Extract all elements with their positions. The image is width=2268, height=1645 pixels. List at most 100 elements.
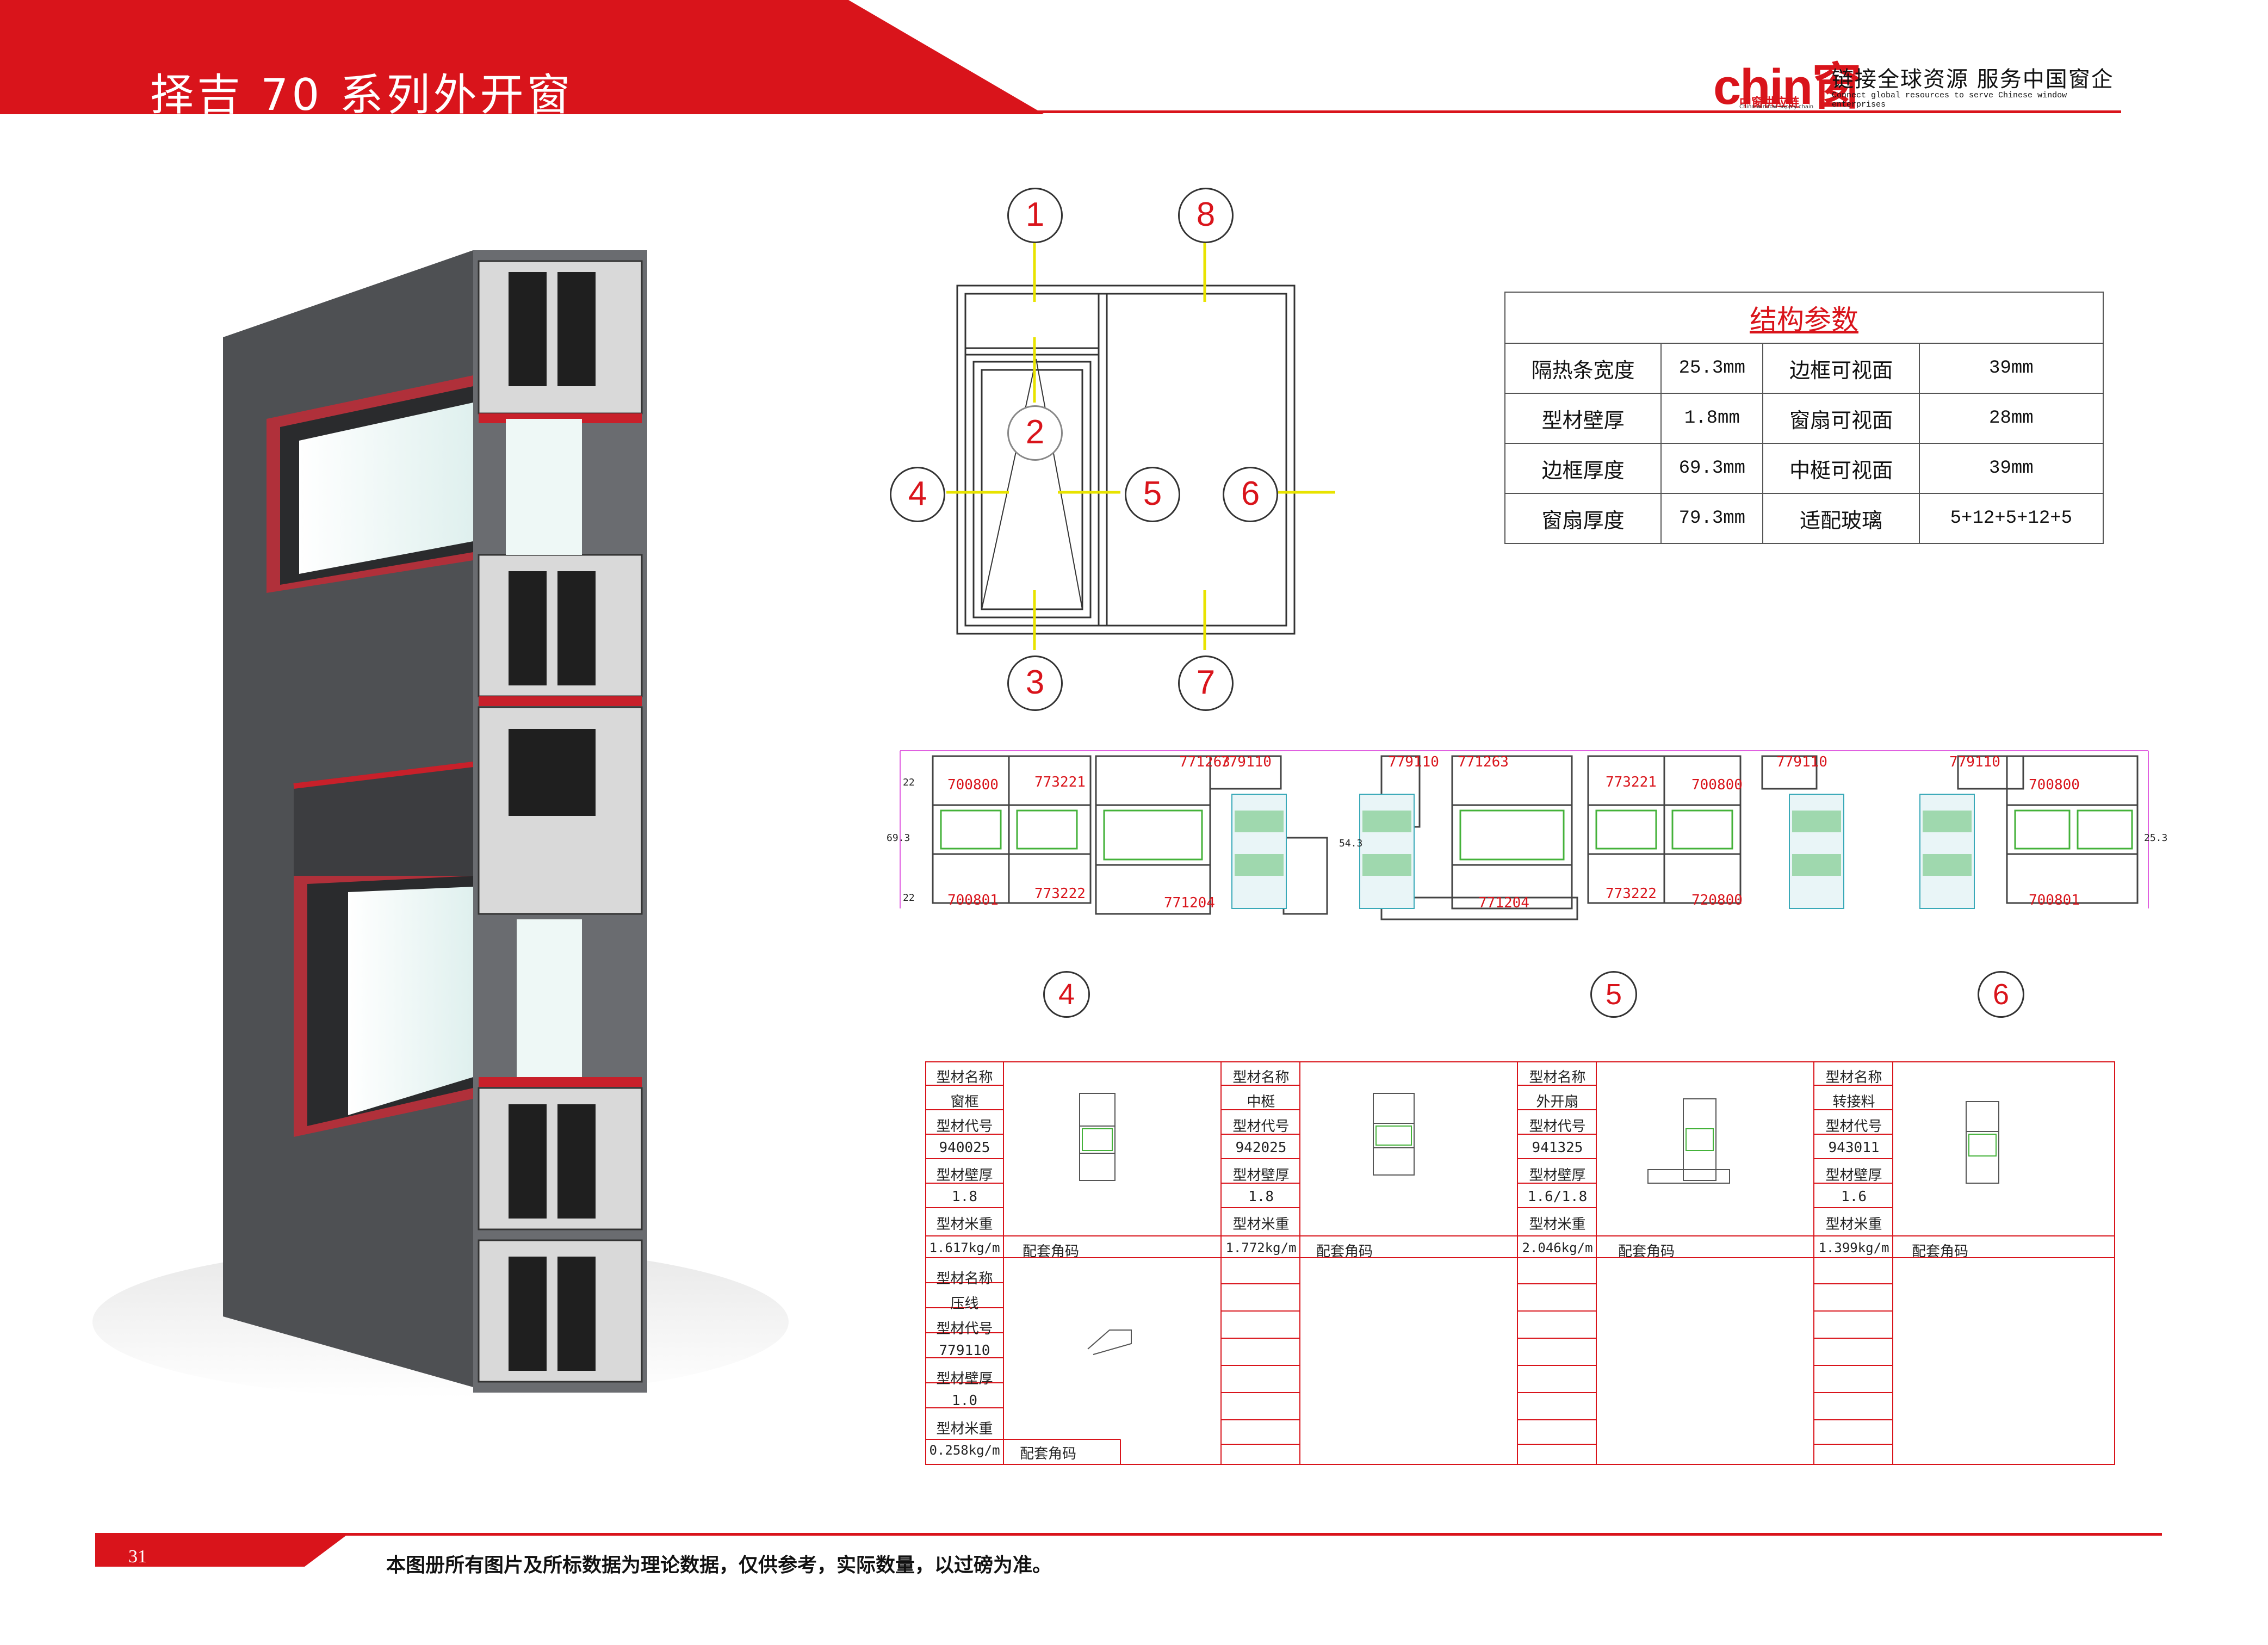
section-code: 771263 [1458, 754, 1509, 770]
cat-label: 型材名称 [1825, 1069, 1882, 1086]
section-label-5: 5 [1590, 971, 1637, 1018]
param-value: 39mm [1918, 343, 2104, 394]
cat-label: 配套角码 [1618, 1244, 1675, 1260]
section-code: 779110 [1388, 754, 1439, 770]
cat-label: 型材名称 [936, 1069, 993, 1086]
slogan-en: Connect global resources to serve Chines… [1832, 91, 2067, 109]
cat-label: 配套角码 [1912, 1244, 1969, 1260]
section-code: 771204 [1478, 895, 1529, 911]
cat-wall: 1.6/1.8 [1527, 1189, 1588, 1205]
cat-code: 942025 [1235, 1140, 1287, 1156]
dim-label: 54.3 [1339, 838, 1363, 849]
cat-label: 型材代号 [1232, 1118, 1290, 1135]
cat-label: 配套角码 [1020, 1446, 1077, 1462]
cat-label: 型材壁厚 [1529, 1167, 1586, 1184]
cat-label: 型材米重 [1825, 1216, 1882, 1233]
logo-brand-text: chin窗 [1713, 59, 1862, 115]
elevation-marker-4: 4 [890, 467, 945, 522]
window-elevation-drawing [946, 239, 1335, 650]
logo-en-name: China window supply chain [1739, 104, 1814, 110]
cat-code: 779110 [939, 1343, 990, 1359]
param-value: 79.3mm [1660, 493, 1764, 544]
param-label: 隔热条宽度 [1504, 343, 1662, 394]
cat-wall: 1.8 [952, 1189, 977, 1205]
param-label: 边框厚度 [1504, 443, 1662, 494]
page-title: 择吉 70 系列外开窗 [150, 70, 574, 120]
cat-wall: 1.0 [952, 1393, 977, 1409]
params-title: 结构参数 [1504, 292, 2104, 344]
cat-label: 型材米重 [1529, 1216, 1586, 1233]
elevation-marker-3: 3 [1007, 655, 1063, 711]
section-code: 771263 [1179, 754, 1230, 770]
section-code: 773222 [1034, 886, 1086, 902]
page-number: 31 [128, 1547, 147, 1567]
section-label-4: 4 [1043, 971, 1090, 1018]
cat-code: 940025 [939, 1140, 990, 1156]
section-code: 700800 [1691, 777, 1743, 793]
cat-label: 型材壁厚 [1232, 1167, 1290, 1184]
structure-params-table: 结构参数 隔热条宽度 25.3mm 边框可视面 39mm 型材壁厚 1.8mm … [1504, 292, 2104, 544]
section-code: 773222 [1606, 886, 1657, 902]
slogan: 链接全球资源 服务中国窗企 [1832, 67, 2114, 92]
dim-label: 25.3 [2144, 832, 2168, 844]
cat-name: 转接料 [1832, 1094, 1875, 1110]
elevation-marker-6: 6 [1223, 467, 1278, 522]
param-label: 中梃可视面 [1762, 443, 1920, 494]
section-code: 773221 [1606, 774, 1657, 790]
dim-label: 69.3 [887, 832, 910, 844]
cat-name: 中梃 [1247, 1094, 1275, 1110]
cat-code: 943011 [1828, 1140, 1880, 1156]
cat-name: 窗框 [950, 1094, 979, 1110]
cat-label: 型材名称 [1232, 1069, 1290, 1086]
profile-catalog-grid [925, 1061, 2115, 1465]
param-label: 适配玻璃 [1762, 493, 1920, 544]
param-value: 69.3mm [1660, 443, 1764, 494]
section-code: 700800 [947, 777, 999, 793]
cat-wall: 1.8 [1248, 1189, 1274, 1205]
section-code: 700801 [2029, 892, 2080, 908]
cat-label: 型材代号 [1529, 1118, 1586, 1135]
cat-label: 型材壁厚 [1825, 1167, 1882, 1184]
param-label: 型材壁厚 [1504, 393, 1662, 444]
logo-cn-name: 中窗供应链 [1739, 96, 1800, 110]
elevation-marker-1: 1 [1007, 188, 1063, 243]
param-value: 5+12+5+12+5 [1918, 493, 2104, 544]
cat-name: 压线 [950, 1296, 979, 1312]
elevation-marker-8: 8 [1178, 188, 1234, 243]
header-banner [0, 0, 2121, 114]
section-code: 779110 [1776, 754, 1827, 770]
cat-label: 型材米重 [936, 1421, 993, 1437]
section-label-6: 6 [1978, 971, 2024, 1018]
elevation-marker-2: 2 [1007, 405, 1063, 461]
cat-label: 型材名称 [936, 1271, 993, 1287]
cat-weight: 2.046kg/m [1522, 1240, 1593, 1256]
cat-label: 型材壁厚 [936, 1371, 993, 1387]
section-code: 771204 [1164, 895, 1215, 911]
cat-label: 型材代号 [1825, 1118, 1882, 1135]
section-code: 700800 [2029, 777, 2080, 793]
cat-label: 型材代号 [936, 1321, 993, 1337]
brand-logo: chin窗 中窗供应链 China window supply chain 链接… [1713, 46, 2116, 115]
cat-weight: 1.399kg/m [1818, 1240, 1889, 1256]
cross-section-drawing [900, 750, 2149, 920]
window-3d-render [92, 250, 789, 1398]
cat-weight: 0.258kg/m [929, 1443, 1000, 1458]
footer-band [95, 1533, 2162, 1567]
param-label: 窗扇厚度 [1504, 493, 1662, 544]
section-code: 779110 [1220, 754, 1272, 770]
param-value: 25.3mm [1660, 343, 1764, 394]
cat-label: 配套角码 [1316, 1244, 1373, 1260]
param-label: 边框可视面 [1762, 343, 1920, 394]
elevation-marker-5: 5 [1125, 467, 1180, 522]
param-value: 39mm [1918, 443, 2104, 494]
cat-weight: 1.772kg/m [1225, 1240, 1297, 1256]
dim-label: 22 [903, 892, 915, 904]
section-code: 779110 [1949, 754, 2000, 770]
dim-label: 22 [903, 777, 915, 788]
param-value: 1.8mm [1660, 393, 1764, 444]
elevation-marker-7: 7 [1178, 655, 1234, 711]
cat-label: 型材代号 [936, 1118, 993, 1135]
cat-label: 配套角码 [1023, 1244, 1080, 1260]
cat-label: 型材名称 [1529, 1069, 1586, 1086]
cat-weight: 1.617kg/m [929, 1240, 1000, 1256]
